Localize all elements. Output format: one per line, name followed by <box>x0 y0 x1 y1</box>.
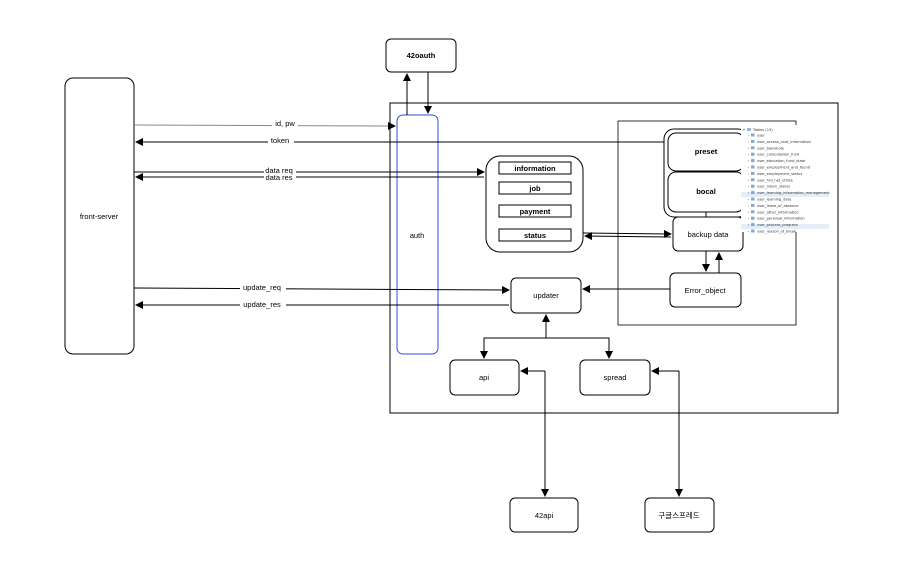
backup-data-label: backup data <box>688 230 730 239</box>
table-row: user_intern_status <box>757 185 790 189</box>
table-icon <box>751 139 755 143</box>
table-row: user_computation_fund <box>757 153 799 157</box>
oauth-arrows <box>403 72 432 115</box>
table-row: user_access_card_information <box>757 140 811 144</box>
google-spread-node: 구글스프레드 <box>644 497 715 533</box>
job-label: job <box>528 184 541 193</box>
update-req-label: update_req <box>243 283 281 292</box>
error-object-node: Error_object <box>669 272 742 308</box>
data-req-label: data req <box>265 166 293 175</box>
table-row: user_employment_status <box>757 172 802 176</box>
table-row: user_reason_of_break <box>757 230 797 234</box>
table-icon <box>751 197 755 201</box>
table-icon <box>751 146 755 150</box>
table-row-caret: › <box>748 230 750 234</box>
table-row-caret: › <box>748 134 750 138</box>
auth-node: auth <box>396 114 439 355</box>
table-row: user <box>757 134 765 138</box>
table-row: user_education_fund_state <box>757 159 806 163</box>
tables-panel: ▾ Tables (15) › user › user_access_card_inf… <box>741 125 830 234</box>
table-row: user_process_progress <box>757 223 798 227</box>
table-row: user_hrd_net_utilize <box>757 178 794 182</box>
table-icon <box>751 203 755 207</box>
table-row: user_leave_of_absence <box>757 204 799 208</box>
table-row: user_personal_information <box>757 217 805 221</box>
table-row-caret: › <box>748 185 750 189</box>
token-label: token <box>271 136 289 145</box>
table-row-caret: › <box>748 140 750 144</box>
spread-node: spread <box>579 359 651 396</box>
api-node: api <box>449 359 520 396</box>
spread-label: spread <box>604 373 627 382</box>
payment-label: payment <box>520 207 551 216</box>
table-icon <box>751 191 755 195</box>
data-res-label: data res <box>265 173 292 182</box>
table-row-caret: › <box>748 159 750 163</box>
status-label: status <box>524 231 546 240</box>
oauth42-label: 42oauth <box>407 51 436 60</box>
front-server-label: front-server <box>80 212 119 221</box>
auth-label: auth <box>410 231 425 240</box>
table-row-caret: › <box>748 217 750 221</box>
table-row: user_employment_and_found <box>757 166 810 170</box>
info-group: information job payment status <box>485 155 584 253</box>
preset-label: preset <box>695 147 718 156</box>
server-boundary <box>389 102 839 414</box>
table-row-caret: › <box>748 198 750 202</box>
table-icon <box>751 223 755 227</box>
api-label: api <box>479 373 489 382</box>
table-row-caret: › <box>748 146 750 150</box>
table-row-caret: › <box>748 172 750 176</box>
updater-label: updater <box>533 291 559 300</box>
table-icon <box>751 210 755 214</box>
update-res-label: update_res <box>243 300 281 309</box>
table-row: user_blackhole <box>757 146 785 150</box>
internal-arrows <box>480 212 723 497</box>
information-label: information <box>514 164 556 173</box>
table-row-caret: › <box>748 223 750 227</box>
error-object-label: Error_object <box>685 286 727 295</box>
table-row-caret: › <box>748 153 750 157</box>
front-server-node: front-server <box>64 77 135 355</box>
table-row-caret: › <box>748 178 750 182</box>
table-icon <box>751 171 755 175</box>
table-icon <box>751 152 755 156</box>
table-row: user_other_information <box>757 210 799 214</box>
table-icon <box>751 165 755 169</box>
table-icon <box>751 184 755 188</box>
table-row: user_learning_information_management <box>757 191 830 195</box>
tables-panel-caret: ▾ <box>743 128 745 132</box>
api42-node: 42api <box>509 497 579 533</box>
backup-data-node: backup data <box>672 216 744 252</box>
preset-bocal-group: preset bocal <box>663 128 749 218</box>
tables-panel-header: Tables (15) <box>752 128 773 132</box>
table-icon <box>751 216 755 220</box>
table-icon <box>751 159 755 163</box>
table-icon <box>751 178 755 182</box>
updater-node: updater <box>510 277 582 314</box>
front-auth-arrows <box>133 121 664 309</box>
tables-folder-icon <box>747 128 751 131</box>
table-row-caret: › <box>748 166 750 170</box>
id-pw-label: id, pw <box>275 119 295 128</box>
table-row-caret: › <box>748 191 750 195</box>
table-row: user_learning_data <box>757 198 791 202</box>
table-row-caret: › <box>748 204 750 208</box>
table-row-caret: › <box>748 210 750 214</box>
api42-label: 42api <box>535 511 554 520</box>
google-spread-label: 구글스프레드 <box>658 511 699 520</box>
table-icon <box>751 133 755 137</box>
oauth42-node: 42oauth <box>385 38 457 73</box>
bocal-label: bocal <box>696 187 716 196</box>
table-icon <box>751 229 755 233</box>
